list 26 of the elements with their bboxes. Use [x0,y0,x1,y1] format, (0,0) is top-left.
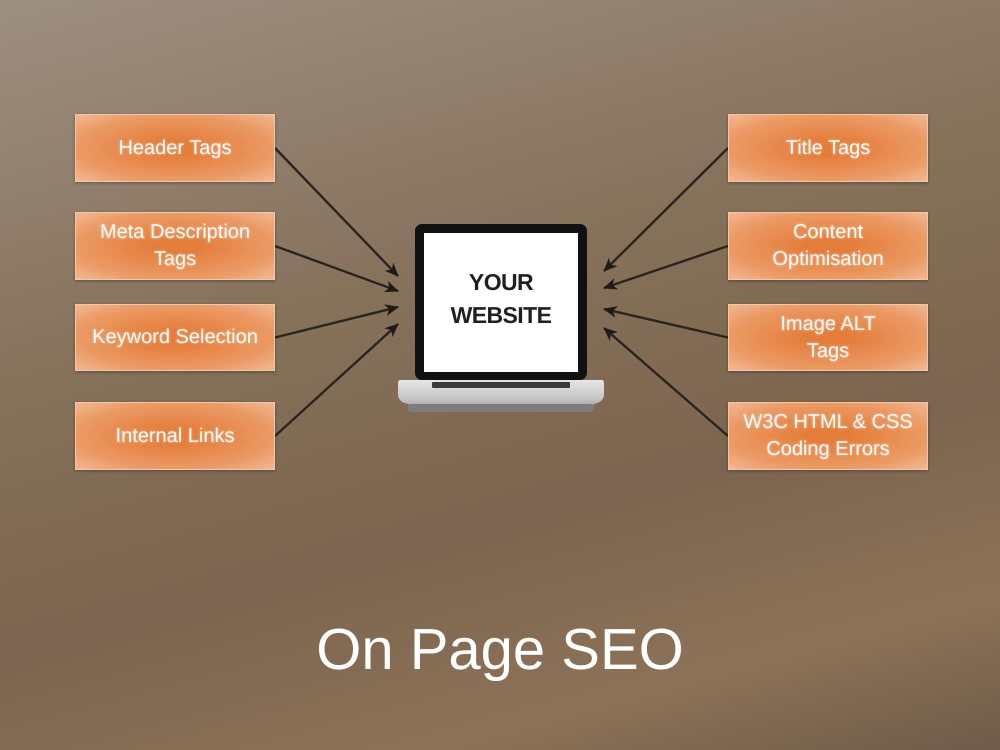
topic-label: Image ALT Tags [779,312,877,364]
arrow [274,304,399,339]
topic-box [75,304,275,371]
topic-label: Keyword Selection [92,325,258,350]
topic-box [75,114,275,182]
topic-label: Meta Description Tags [98,220,252,272]
arrow [274,244,399,292]
arrow [603,244,728,290]
screen-label: YOUR WEBSITE [450,268,552,330]
arrow [603,327,729,437]
topic-label: W3C HTML & CSS Coding Errors [742,410,914,462]
arrow [274,323,399,437]
topic-label: Title Tags [786,136,870,160]
arrow [603,306,728,339]
topic-box [728,304,928,371]
topic-label: Content Optimisation [771,220,885,272]
topic-box [75,402,275,470]
topic-box [728,212,928,280]
topic-box [728,402,928,470]
topic-label: Internal Links [116,424,234,448]
topic-box [75,212,275,280]
topic-label: Header Tags [118,136,232,160]
topic-box [728,114,928,182]
arrow [603,147,729,272]
diagram-title: On Page SEO [315,616,685,684]
arrow [274,147,399,277]
